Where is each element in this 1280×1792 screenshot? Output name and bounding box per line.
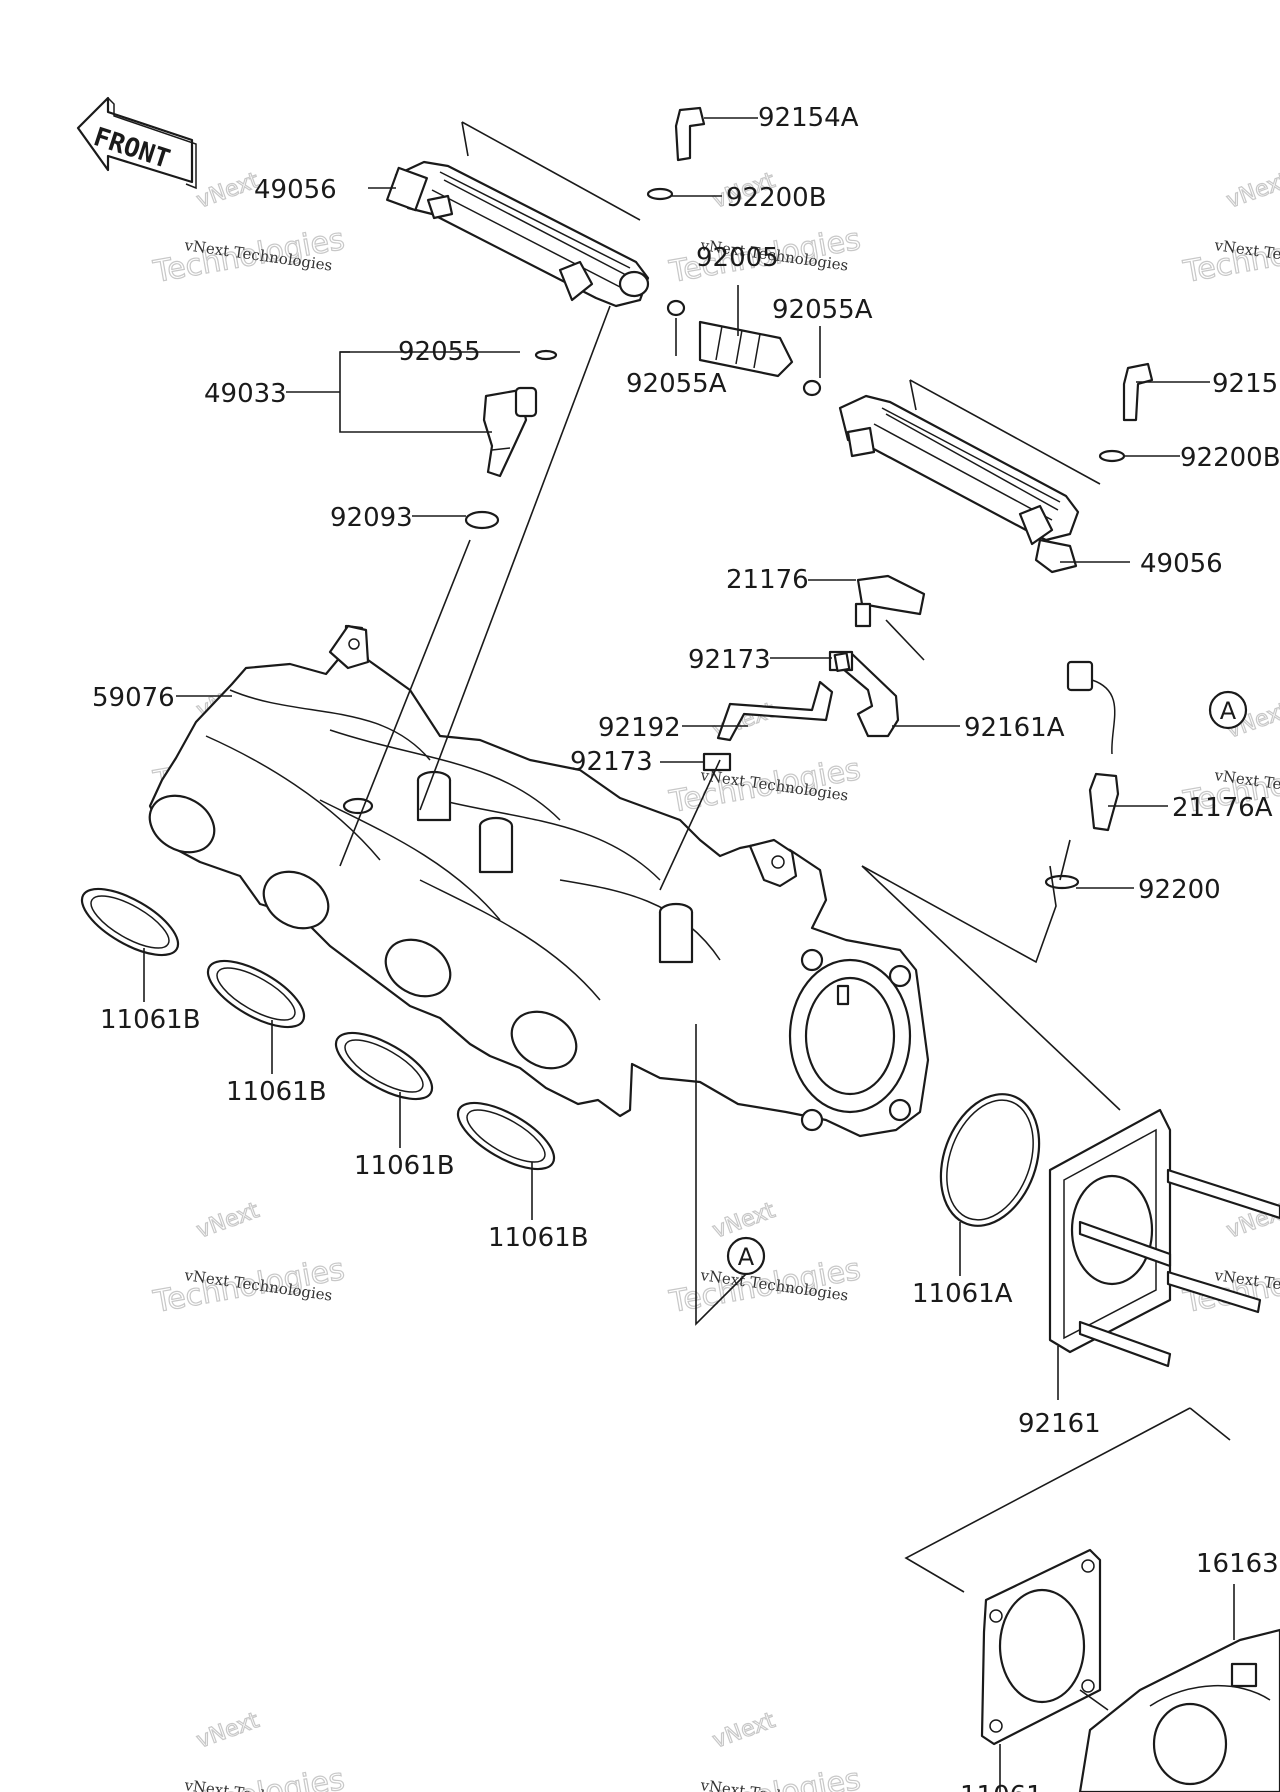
watermark-top: vNext — [1224, 168, 1280, 214]
intake-manifold — [148, 624, 930, 1138]
watermark-top: vNext — [710, 1708, 779, 1754]
part-label-92161a: 92161A — [964, 713, 1065, 743]
part-label-92200: 92200 — [1138, 875, 1221, 905]
part-label-21176: 21176 — [726, 565, 809, 595]
part-label-92173-top: 92173 — [688, 645, 771, 675]
fuel-rail-right — [838, 394, 1080, 574]
part-label-49033: 49033 — [204, 379, 287, 409]
part-label-16163: 16163 — [1196, 1549, 1279, 1579]
watermark-top: vNext — [194, 1198, 263, 1244]
watermark-top: vNext — [710, 1198, 779, 1244]
part-labels: 92154A 92200B 49056 92005 92055A 92055 4… — [92, 103, 1280, 1792]
part-label-92055: 92055 — [398, 337, 481, 367]
part-label-59076: 59076 — [92, 683, 175, 713]
o-ring-11061a — [939, 1093, 1041, 1227]
joint-pipe — [666, 299, 822, 397]
fuel-rail-top — [385, 160, 650, 308]
front-arrow-indicator: FRONT — [76, 96, 197, 190]
part-label-92154a-top: 92154A — [758, 103, 859, 133]
reference-mark-center: A — [726, 1236, 766, 1276]
part-label-9215-right: 9215 — [1212, 369, 1278, 399]
leader-lines — [143, 117, 1235, 1792]
part-label-49056-right: 49056 — [1140, 549, 1223, 579]
part-label-21176a: 21176A — [1172, 793, 1273, 823]
hose-92192 — [702, 651, 851, 772]
adapter-plate — [1048, 1108, 1280, 1368]
part-label-92055a-left: 92055A — [626, 369, 727, 399]
part-label-11061b-4: 11061B — [488, 1223, 589, 1253]
screen-11061b-2 — [206, 959, 306, 1029]
ref-label: A — [738, 1243, 755, 1271]
part-label-11061b-1: 11061B — [100, 1005, 201, 1035]
reference-mark-right: A — [1208, 690, 1248, 730]
part-label-92005: 92005 — [696, 243, 779, 273]
part-label-11061b-2: 11061B — [226, 1077, 327, 1107]
throttle-body — [1078, 1628, 1280, 1792]
screen-11061b-3 — [334, 1031, 434, 1101]
studs — [1078, 1168, 1280, 1368]
sensor-21176a — [1044, 660, 1120, 890]
part-label-92200b-top: 92200B — [726, 183, 827, 213]
part-label-11061b-3: 11061B — [354, 1151, 455, 1181]
ref-label: A — [1220, 697, 1237, 725]
bolt-92154a-top — [646, 106, 706, 201]
part-label-92173-bottom: 92173 — [570, 747, 653, 777]
part-label-49056-top: 49056 — [254, 175, 337, 205]
bolt-92154-right — [1098, 362, 1154, 463]
part-label-11061a: 11061A — [912, 1279, 1013, 1309]
part-label-92093: 92093 — [330, 503, 413, 533]
part-label-92055a-right: 92055A — [772, 295, 873, 325]
watermark-top: vNext — [194, 168, 263, 214]
manifold-ports — [148, 794, 578, 1070]
watermark-top: vNext — [194, 1708, 263, 1754]
screen-11061b-4 — [456, 1101, 556, 1171]
screen-11061b-1 — [80, 887, 180, 957]
gasket-11061 — [980, 1548, 1102, 1746]
part-label-11061-bottom: 11061 — [960, 1781, 1043, 1792]
fuel-injector — [464, 349, 558, 530]
part-label-92200b-right: 92200B — [1180, 443, 1280, 473]
part-label-92192: 92192 — [598, 713, 681, 743]
part-label-92161: 92161 — [1018, 1409, 1101, 1439]
